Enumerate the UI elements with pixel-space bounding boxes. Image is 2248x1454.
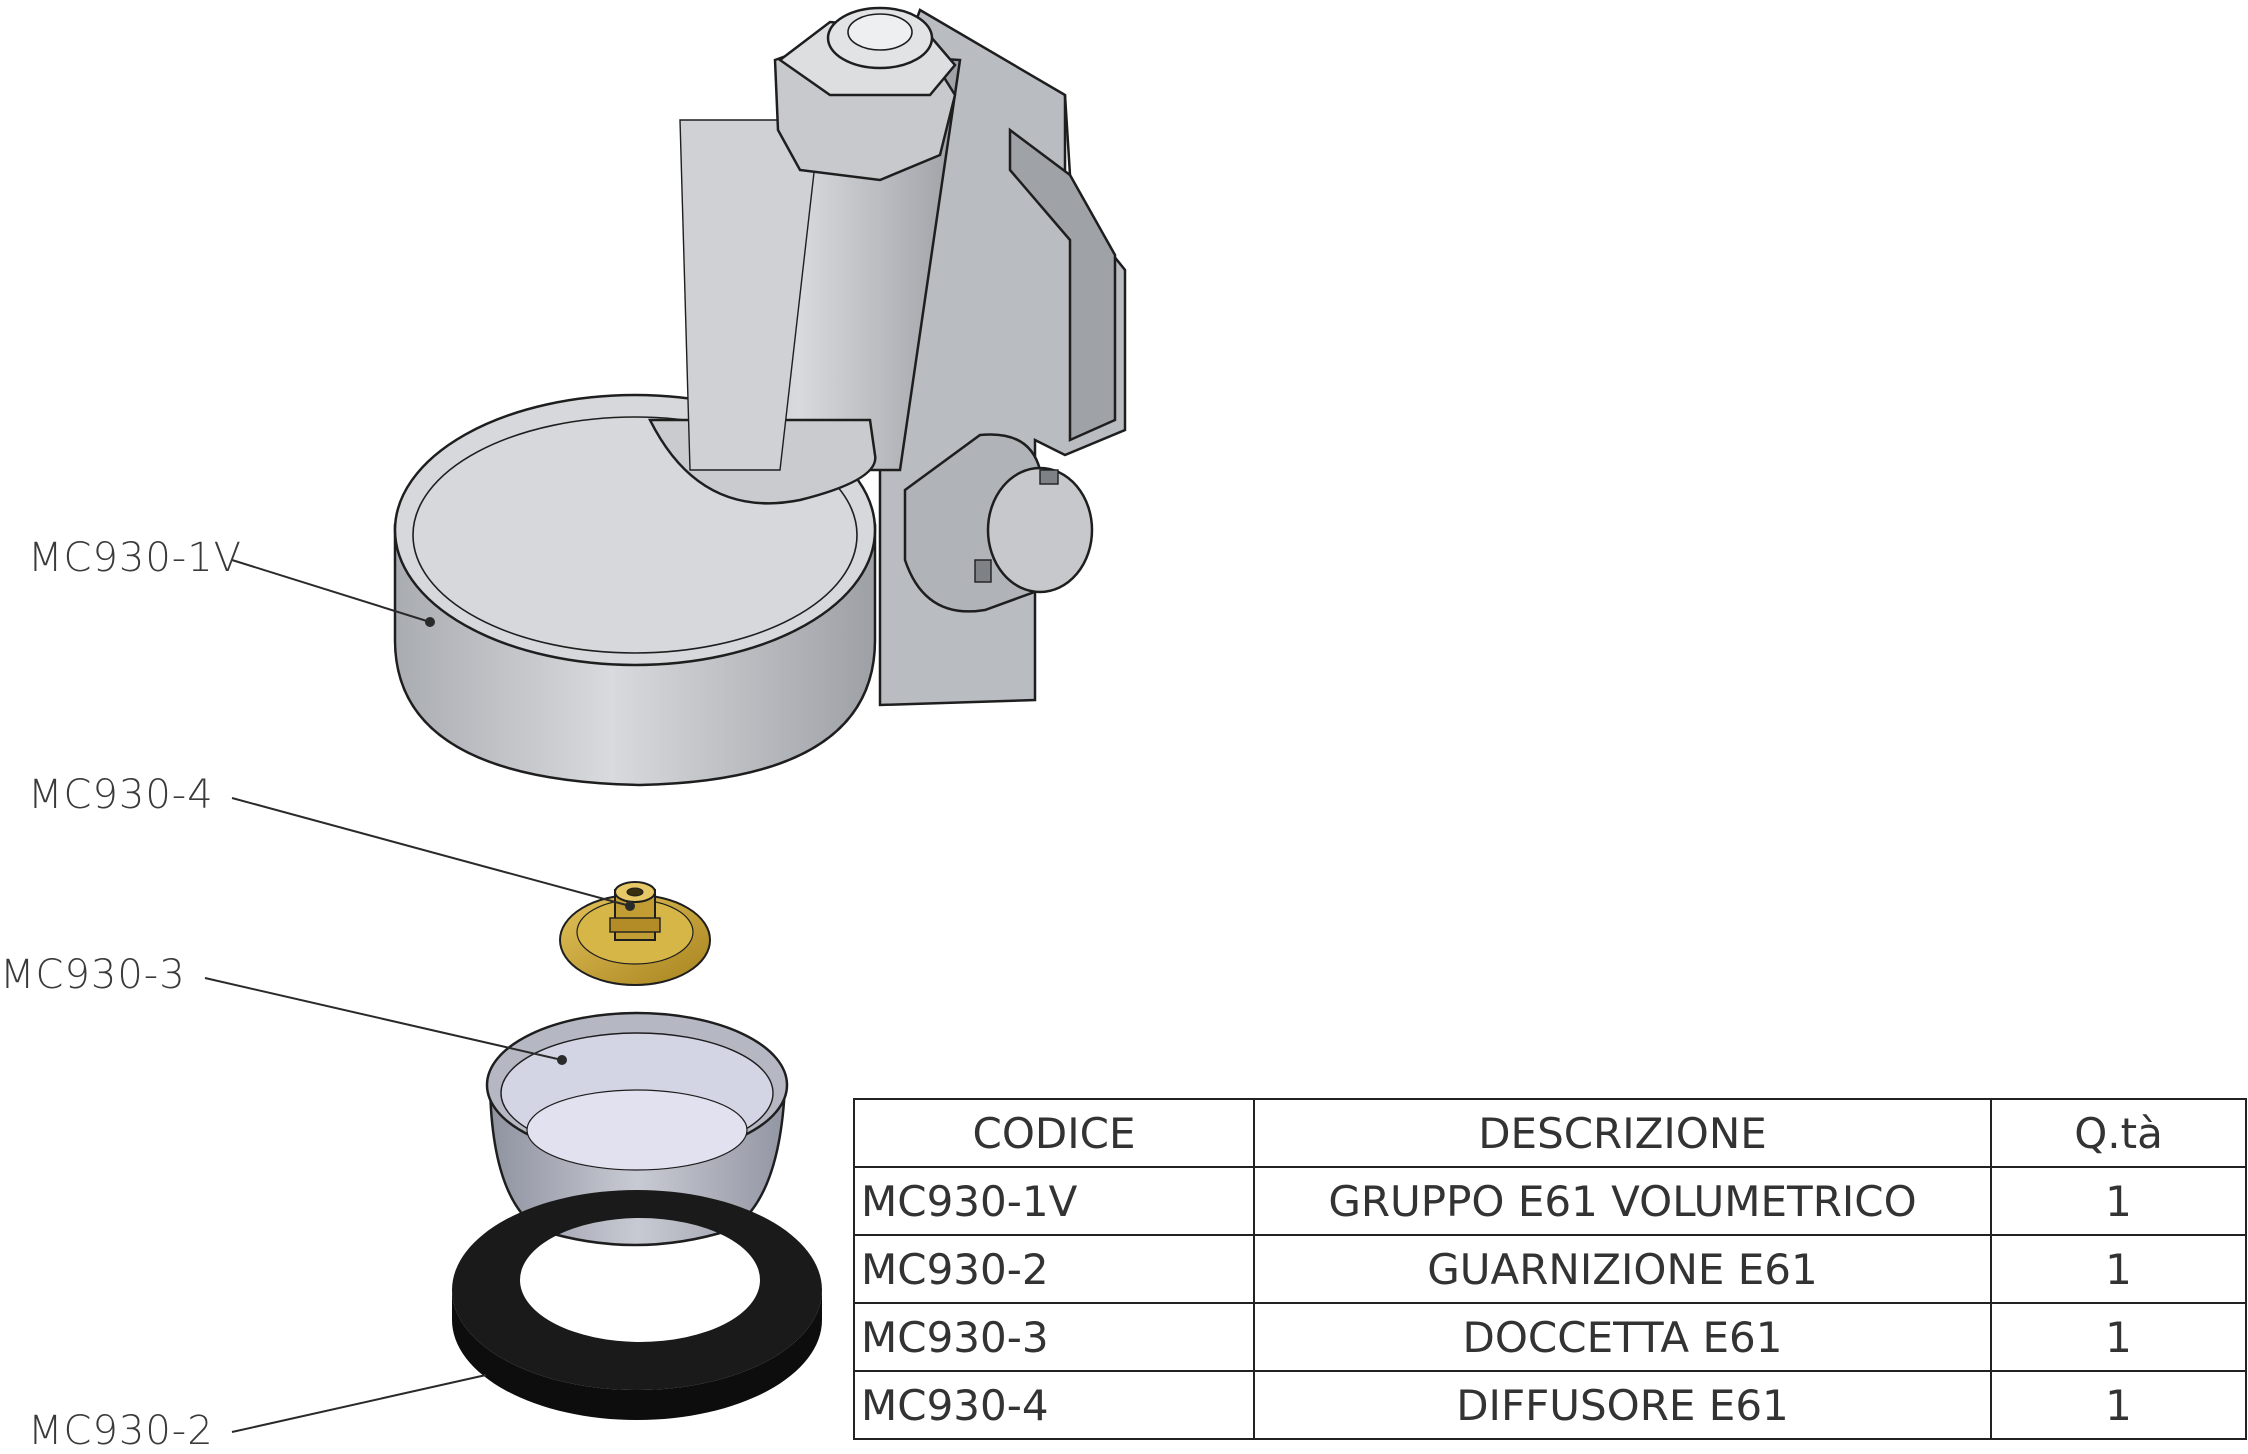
base-top-rim (412, 416, 858, 654)
diffuser-part (559, 881, 711, 986)
side-boss-slot (1039, 469, 1059, 485)
leader-dot-mc930-1v (425, 617, 435, 627)
bom-cell-description: DOCCETTA E61 (1253, 1302, 1992, 1372)
bom-table: CODICE DESCRIZIONE Q.tà MC930-1V GRUPPO … (853, 1098, 2247, 1440)
bom-header-qty: Q.tà (1990, 1098, 2247, 1168)
nut-cap-inner (847, 13, 913, 51)
bom-cell-code: MC930-2 (853, 1234, 1255, 1304)
bom-header-row: CODICE DESCRIZIONE Q.tà (853, 1098, 2247, 1168)
bom-cell-qty: 1 (1990, 1166, 2247, 1236)
leader-dot-mc930-3 (557, 1055, 567, 1065)
callout-mc930-3: MC930-3 (0, 952, 186, 998)
bom-cell-code: MC930-1V (853, 1166, 1255, 1236)
leader-mc930-3 (204, 977, 563, 1061)
diffuser-stem-hole (626, 887, 644, 897)
table-row: MC930-4 DIFFUSORE E61 1 (853, 1370, 2247, 1440)
bom-cell-description: DIFFUSORE E61 (1253, 1370, 1992, 1440)
side-boss-face (986, 466, 1094, 594)
bowl-screen (526, 1089, 748, 1171)
bracket-side-flange (1008, 127, 1117, 442)
leader-mc930-2 (231, 1374, 487, 1433)
bracket-edge (1063, 94, 1072, 176)
bom-cell-qty: 1 (1990, 1234, 2247, 1304)
bom-cell-code: MC930-3 (853, 1302, 1255, 1372)
leader-mc930-4 (231, 797, 631, 907)
bom-cell-code: MC930-4 (853, 1370, 1255, 1440)
side-boss-slot-2 (974, 559, 992, 583)
gasket-thickness (452, 1290, 822, 1420)
bom-cell-description: GUARNIZIONE E61 (1253, 1234, 1992, 1304)
table-row: MC930-3 DOCCETTA E61 1 (853, 1302, 2247, 1372)
table-row: MC930-2 GUARNIZIONE E61 1 (853, 1234, 2247, 1304)
bom-cell-qty: 1 (1990, 1302, 2247, 1372)
diffuser-collar (609, 917, 661, 933)
callout-mc930-2: MC930-2 (28, 1408, 214, 1454)
bom-cell-qty: 1 (1990, 1370, 2247, 1440)
callout-mc930-1v: MC930-1V (28, 535, 243, 581)
leader-dot-mc930-4 (625, 901, 635, 911)
gasket-part (452, 1190, 822, 1420)
bom-header-description: DESCRIZIONE (1253, 1098, 1992, 1168)
gasket-ring (452, 1190, 822, 1390)
leader-mc930-1v (231, 559, 431, 623)
neck-front (679, 119, 821, 471)
callout-mc930-4: MC930-4 (28, 772, 214, 818)
group-body-part (393, 6, 1127, 787)
bom-header-code: CODICE (853, 1098, 1255, 1168)
table-row: MC930-1V GRUPPO E61 VOLUMETRICO 1 (853, 1166, 2247, 1236)
leader-lines (204, 559, 635, 1433)
bom-cell-description: GRUPPO E61 VOLUMETRICO (1253, 1166, 1992, 1236)
